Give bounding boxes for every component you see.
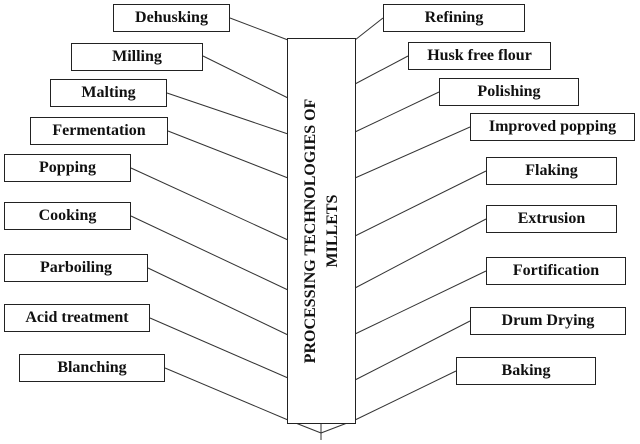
center-title: PROCESSING TECHNOLOGIES OF MILLETS xyxy=(300,99,344,364)
right-box-husk-free-flour: Husk free flour xyxy=(408,42,551,70)
left-box-popping: Popping xyxy=(4,154,131,182)
left-box-fermentation: Fermentation xyxy=(30,117,168,145)
left-box-parboiling: Parboiling xyxy=(4,254,148,282)
right-box-extrusion: Extrusion xyxy=(486,205,617,233)
right-box-baking: Baking xyxy=(456,357,596,385)
left-box-blanching: Blanching xyxy=(19,354,165,382)
center-title-line-1: PROCESSING TECHNOLOGIES OF xyxy=(301,98,319,364)
right-box-flaking: Flaking xyxy=(486,157,617,185)
right-box-refining: Refining xyxy=(383,4,525,32)
right-box-drum-drying: Drum Drying xyxy=(470,307,626,335)
center-title-box: PROCESSING TECHNOLOGIES OF MILLETS xyxy=(287,38,356,424)
left-box-acid-treatment: Acid treatment xyxy=(4,304,150,332)
center-title-line-2: MILLETS xyxy=(323,194,341,268)
right-box-improved-popping: Improved popping xyxy=(470,113,635,141)
right-box-polishing: Polishing xyxy=(439,78,579,106)
left-box-dehusking: Dehusking xyxy=(113,4,230,32)
left-box-malting: Malting xyxy=(50,79,167,107)
right-box-fortification: Fortification xyxy=(486,257,626,285)
left-box-cooking: Cooking xyxy=(4,202,131,230)
left-box-milling: Milling xyxy=(71,43,203,71)
